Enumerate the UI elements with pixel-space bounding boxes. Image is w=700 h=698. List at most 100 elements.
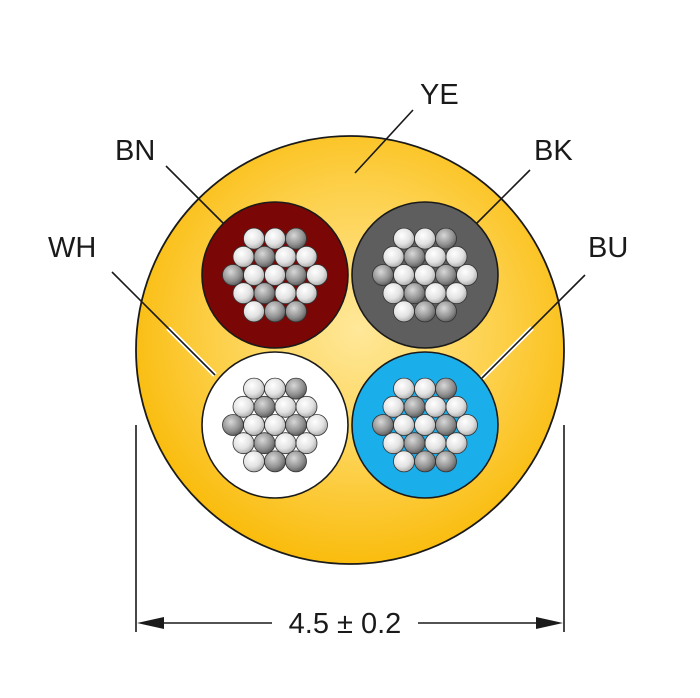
dimension-label: 4.5 ± 0.2: [289, 608, 402, 640]
strand: [274, 395, 297, 418]
strand: [393, 414, 415, 436]
strand: [372, 414, 394, 436]
strand: [372, 264, 394, 286]
strand: [414, 264, 436, 286]
strand-bundle-bk: [372, 227, 478, 323]
strand: [403, 432, 426, 455]
strand: [393, 264, 415, 286]
strand: [414, 414, 436, 436]
strand: [232, 282, 255, 305]
arrowhead-left: [137, 617, 164, 629]
strand: [232, 245, 255, 268]
conductor-wh: [201, 351, 349, 499]
strand: [285, 377, 307, 400]
strand: [222, 264, 244, 286]
strand: [295, 282, 318, 305]
strand: [222, 414, 244, 436]
strand: [285, 264, 307, 286]
strand: [285, 300, 307, 323]
strand: [264, 450, 286, 473]
strand: [285, 227, 307, 250]
strand: [414, 300, 436, 323]
strand: [274, 245, 297, 268]
strand: [393, 300, 415, 323]
strand: [253, 432, 276, 455]
strand: [295, 395, 318, 418]
strand: [445, 282, 468, 305]
strand: [253, 245, 276, 268]
leader-ye: [354, 109, 414, 174]
strand: [264, 377, 286, 400]
strand: [382, 395, 405, 418]
strand: [232, 432, 255, 455]
conductor-bu: [351, 351, 499, 499]
strand: [445, 395, 468, 418]
leader-bu: [480, 274, 586, 380]
strand: [264, 300, 286, 323]
strand: [414, 227, 436, 250]
strand: [424, 395, 447, 418]
strand: [456, 264, 478, 286]
strand: [393, 450, 415, 473]
strand: [243, 227, 265, 250]
strand: [382, 282, 405, 305]
strand: [306, 414, 328, 436]
strand: [264, 264, 286, 286]
strand: [253, 395, 276, 418]
arrowhead-right: [536, 617, 563, 629]
strand: [435, 414, 457, 436]
strand: [285, 414, 307, 436]
strand: [445, 432, 468, 455]
strand: [435, 450, 457, 473]
leader-bk: [476, 169, 531, 224]
label-bk: BK: [534, 135, 573, 167]
label-bu: BU: [588, 232, 628, 264]
label-wh: WH: [48, 232, 96, 264]
strand: [295, 245, 318, 268]
strand: [424, 282, 447, 305]
strand: [393, 377, 415, 400]
label-bn: BN: [115, 135, 155, 167]
strand: [414, 377, 436, 400]
strand: [456, 414, 478, 436]
label-ye: YE: [420, 79, 459, 111]
strand: [264, 227, 286, 250]
strand: [393, 227, 415, 250]
strand: [243, 450, 265, 473]
strand: [264, 414, 286, 436]
strand: [424, 245, 447, 268]
strand: [243, 264, 265, 286]
strand: [295, 432, 318, 455]
strand: [435, 300, 457, 323]
strand: [243, 300, 265, 323]
conductor-bk: [351, 201, 499, 349]
strand-bundle-bn: [222, 227, 328, 323]
strand: [403, 282, 426, 305]
leader-wh: [111, 271, 217, 377]
strand: [445, 245, 468, 268]
strand: [414, 450, 436, 473]
strand: [382, 432, 405, 455]
strand: [243, 377, 265, 400]
strand: [285, 450, 307, 473]
diameter-dimension: 4.5 ± 0.2: [135, 425, 565, 640]
strand: [253, 282, 276, 305]
strand-bundle-bu: [372, 377, 478, 473]
strand: [243, 414, 265, 436]
strand: [232, 395, 255, 418]
strand: [382, 245, 405, 268]
strand: [435, 264, 457, 286]
conductor-bn: [201, 201, 349, 349]
leader-bn: [165, 165, 225, 225]
strand: [435, 377, 457, 400]
strand: [274, 282, 297, 305]
strand: [306, 264, 328, 286]
strand: [424, 432, 447, 455]
strand: [435, 227, 457, 250]
strand: [403, 395, 426, 418]
strand: [274, 432, 297, 455]
strand: [403, 245, 426, 268]
strand-bundle-wh: [222, 377, 328, 473]
